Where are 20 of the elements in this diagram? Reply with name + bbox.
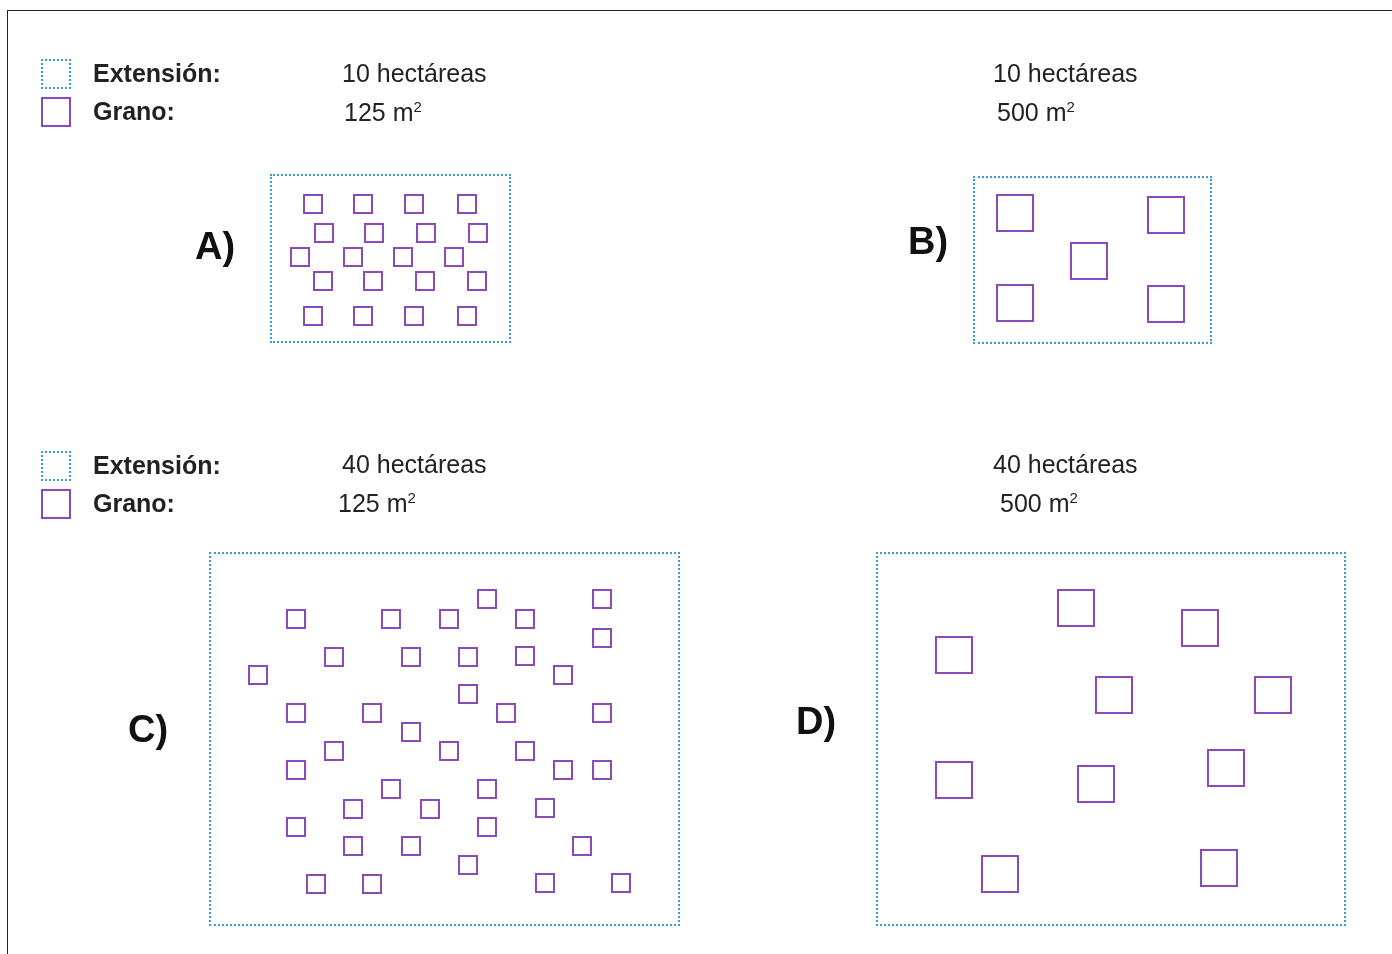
panel-letter: C) [128, 708, 169, 751]
extent-area [270, 174, 511, 343]
value-label: 40 hectáreas [342, 450, 487, 479]
value-label: 40 hectáreas [993, 450, 1138, 479]
panel-letter: D) [796, 700, 837, 743]
legend-label: Extensión: [93, 59, 221, 88]
panel-letter: A) [195, 225, 236, 268]
extent-area [973, 176, 1212, 344]
extent-area [876, 552, 1346, 926]
panel-letter: B) [908, 220, 949, 263]
value-label: 125 m$^{2}$ [338, 489, 416, 518]
value-label: 10 hectáreas [342, 59, 487, 88]
value-label: 500 m$^{2}$ [1000, 489, 1078, 518]
extent-area [209, 552, 680, 926]
legend-label: Grano: [93, 97, 175, 126]
value-label: 10 hectáreas [993, 59, 1138, 88]
value-label: 125 m$^{2}$ [344, 98, 422, 127]
legend-label: Grano: [93, 489, 175, 518]
value-label: 500 m$^{2}$ [997, 98, 1075, 127]
legend-label: Extensión: [93, 451, 221, 480]
